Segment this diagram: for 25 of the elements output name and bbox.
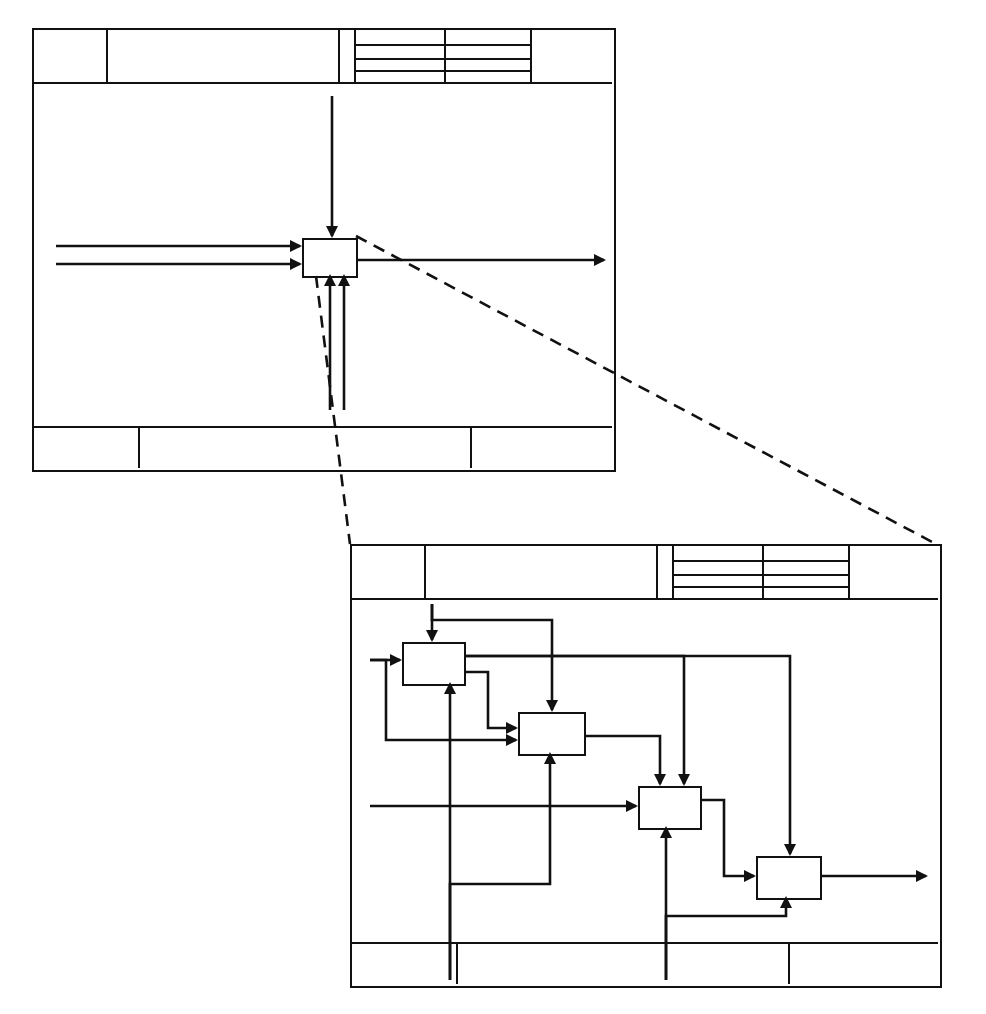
arrow bbox=[448, 752, 556, 980]
arrow bbox=[464, 670, 518, 734]
activity-box bbox=[756, 856, 822, 900]
arrow bbox=[664, 896, 792, 980]
arrow bbox=[370, 658, 518, 746]
arrow bbox=[464, 654, 796, 856]
arrow bbox=[584, 734, 666, 786]
arrow bbox=[56, 240, 302, 252]
arrow bbox=[338, 274, 350, 410]
arrow bbox=[430, 604, 558, 712]
arrow bbox=[56, 258, 302, 270]
activity-box bbox=[302, 238, 358, 278]
diagram-sheet bbox=[32, 28, 616, 472]
diagram-sheet bbox=[350, 544, 942, 988]
dashed-line bbox=[314, 275, 352, 545]
activity-box bbox=[402, 642, 466, 686]
activity-box bbox=[638, 786, 702, 830]
arrow bbox=[326, 96, 338, 238]
arrow bbox=[700, 798, 756, 882]
activity-box bbox=[518, 712, 586, 756]
arrow bbox=[356, 254, 606, 266]
arrow bbox=[370, 800, 638, 812]
arrow bbox=[324, 274, 336, 410]
dashed-line bbox=[355, 234, 937, 546]
arrow bbox=[820, 870, 928, 882]
